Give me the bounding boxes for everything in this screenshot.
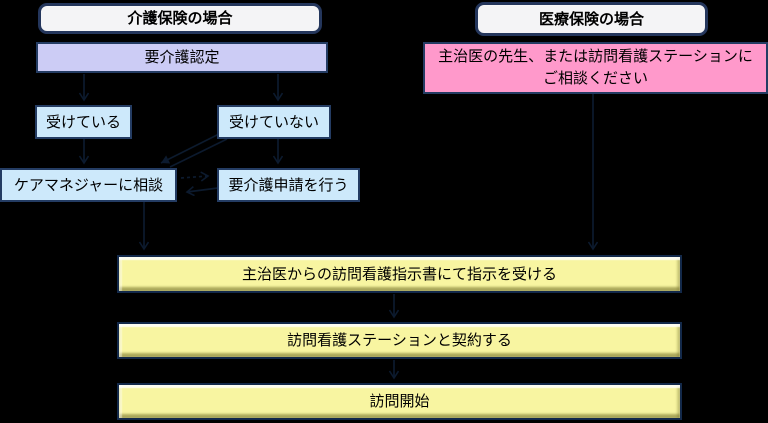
node-medical-insurance-header: 医療保険の場合 (475, 2, 708, 36)
node-consult-care-manager: ケアマネジャーに相談 (0, 168, 177, 202)
node-start-visits: 訪問開始 (117, 383, 682, 420)
node-consult-doctor-or-station: 主治医の先生、または訪問看護ステーションに ご相談ください (423, 42, 768, 94)
node-certified-no: 受けていない (217, 105, 331, 139)
arrow-shinsei-to-caremanager (187, 188, 219, 192)
node-apply-care-certification: 要介護申請を行う (217, 168, 360, 202)
arrow-uketeinai-to-caremanager-line1 (160, 132, 222, 164)
node-care-need-certification: 要介護認定 (36, 42, 328, 73)
node-kaigo-insurance-header: 介護保険の場合 (38, 3, 322, 34)
node-receive-nursing-instruction: 主治医からの訪問看護指示書にて指示を受ける (117, 255, 682, 293)
arrow-uketeinai-to-caremanager-line2 (169, 138, 228, 168)
node-contract-with-station: 訪問看護ステーションと契約する (117, 322, 682, 359)
node-certified-yes: 受けている (35, 105, 132, 139)
arrow-caremanager-to-shinsei-dashed (180, 176, 208, 178)
